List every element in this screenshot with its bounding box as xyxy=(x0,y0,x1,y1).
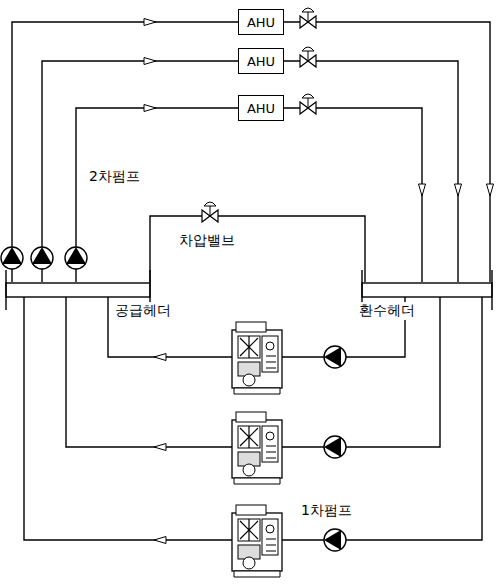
unit-label: AHU xyxy=(247,101,275,116)
ahu-box: AHU xyxy=(238,48,284,74)
valve-label: 차압밸브 xyxy=(178,232,236,250)
ahu-box: AHU xyxy=(238,9,284,35)
header-label: 공급헤더 xyxy=(114,302,172,320)
pump-label: 1차펌프 xyxy=(300,502,353,520)
ahu-box: AHU xyxy=(238,95,284,121)
header-label: 환수헤더 xyxy=(358,302,416,320)
pump-label: 2차펌프 xyxy=(88,168,141,186)
unit-label: AHU xyxy=(247,54,275,69)
unit-label: AHU xyxy=(247,15,275,30)
